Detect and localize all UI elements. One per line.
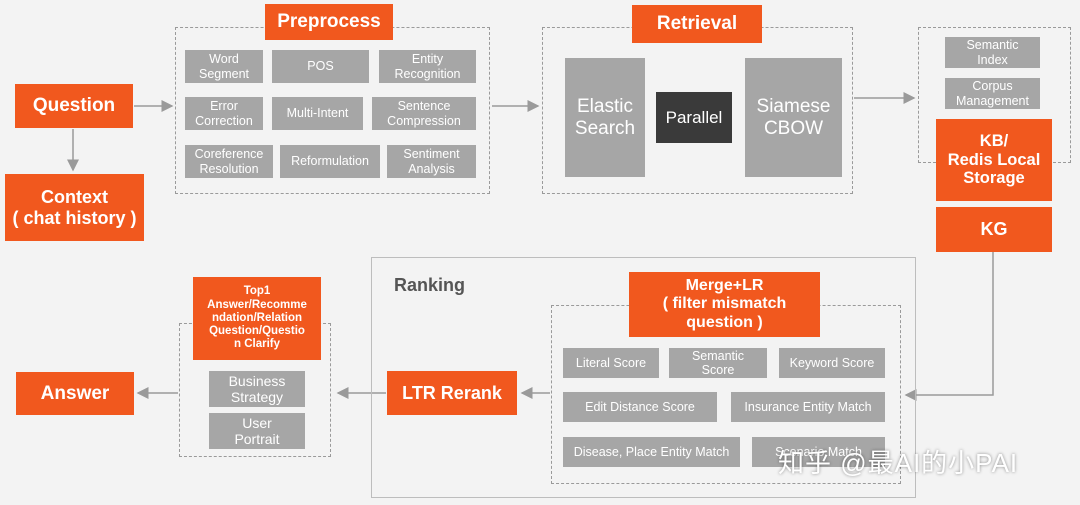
- semantic-index-box: Semantic Index: [945, 37, 1040, 68]
- parallel-box: Parallel: [656, 92, 732, 143]
- business-strategy-box: Business Strategy: [209, 371, 305, 407]
- preprocess-item-pos: POS: [272, 50, 369, 83]
- siamese-cbow-box: Siamese CBOW: [745, 58, 842, 177]
- preprocess-title: Preprocess: [265, 4, 393, 40]
- preprocess-item-error-correction: Error Correction: [185, 97, 263, 130]
- preprocess-item-entity-recognition: Entity Recognition: [379, 50, 476, 83]
- merge-lr-node: Merge+LR ( filter mismatch question ): [629, 272, 820, 337]
- elastic-search-box: Elastic Search: [565, 58, 645, 177]
- preprocess-item-sentiment-analysis: Sentiment Analysis: [387, 145, 476, 178]
- score-keyword: Keyword Score: [779, 348, 885, 378]
- watermark-text: 知乎 @最AI的小PAI: [778, 447, 1019, 478]
- kg-node: KG: [936, 207, 1052, 252]
- score-scenario-match: Scenario Match: [752, 437, 885, 467]
- score-insurance-entity-match: Insurance Entity Match: [731, 392, 885, 422]
- user-portrait-box: User Portrait: [209, 413, 305, 449]
- corpus-management-box: Corpus Management: [945, 78, 1040, 109]
- retrieval-title: Retrieval: [632, 5, 762, 43]
- score-semantic: Semantic Score: [669, 348, 767, 378]
- kb-redis-storage-node: KB/ Redis Local Storage: [936, 119, 1052, 201]
- ranking-group: [371, 257, 916, 498]
- preprocess-item-reformulation: Reformulation: [280, 145, 380, 178]
- score-literal: Literal Score: [563, 348, 659, 378]
- question-node: Question: [15, 84, 133, 128]
- preprocess-item-sentence-compression: Sentence Compression: [372, 97, 476, 130]
- ranking-title: Ranking: [394, 275, 466, 295]
- score-disease-place-entity-match: Disease, Place Entity Match: [563, 437, 740, 467]
- arrow-kg-to-ranking: [904, 252, 994, 401]
- context-node: Context ( chat history ): [5, 174, 144, 241]
- preprocess-item-multi-intent: Multi-Intent: [272, 97, 363, 130]
- preprocess-item-coreference-resolution: Coreference Resolution: [185, 145, 273, 178]
- answer-node: Answer: [16, 372, 134, 415]
- preprocess-item-word-segment: Word Segment: [185, 50, 263, 83]
- score-edit-distance: Edit Distance Score: [563, 392, 717, 422]
- ltr-rerank-node: LTR Rerank: [387, 371, 517, 415]
- top1-answer-node: Top1 Answer/Recomme ndation/Relation Que…: [193, 277, 321, 360]
